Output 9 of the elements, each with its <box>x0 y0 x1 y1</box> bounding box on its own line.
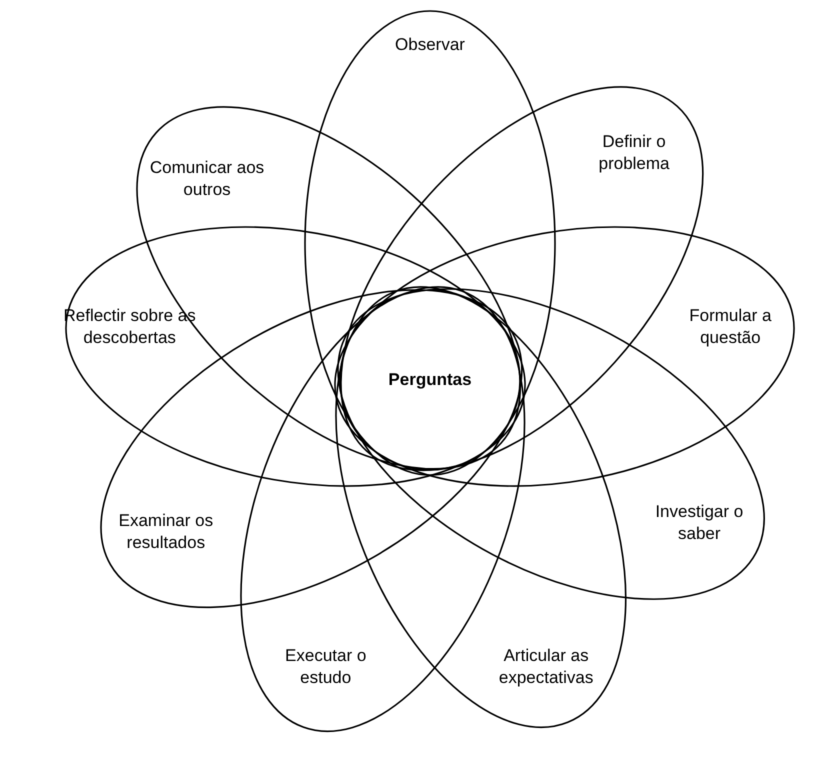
step-label: Executar o estudo <box>284 644 368 689</box>
step-label: Examinar os resultados <box>118 510 214 554</box>
step-label: Articular as expectativas <box>498 645 594 690</box>
step-label: Observar <box>394 34 466 56</box>
step-label: Comunicar aos outros <box>148 157 266 202</box>
step-label: Definir o problema <box>598 131 670 176</box>
step-label: Investigar o saber <box>654 501 744 546</box>
center-label: Perguntas <box>387 369 473 391</box>
step-label: Formular a questão <box>688 305 772 350</box>
